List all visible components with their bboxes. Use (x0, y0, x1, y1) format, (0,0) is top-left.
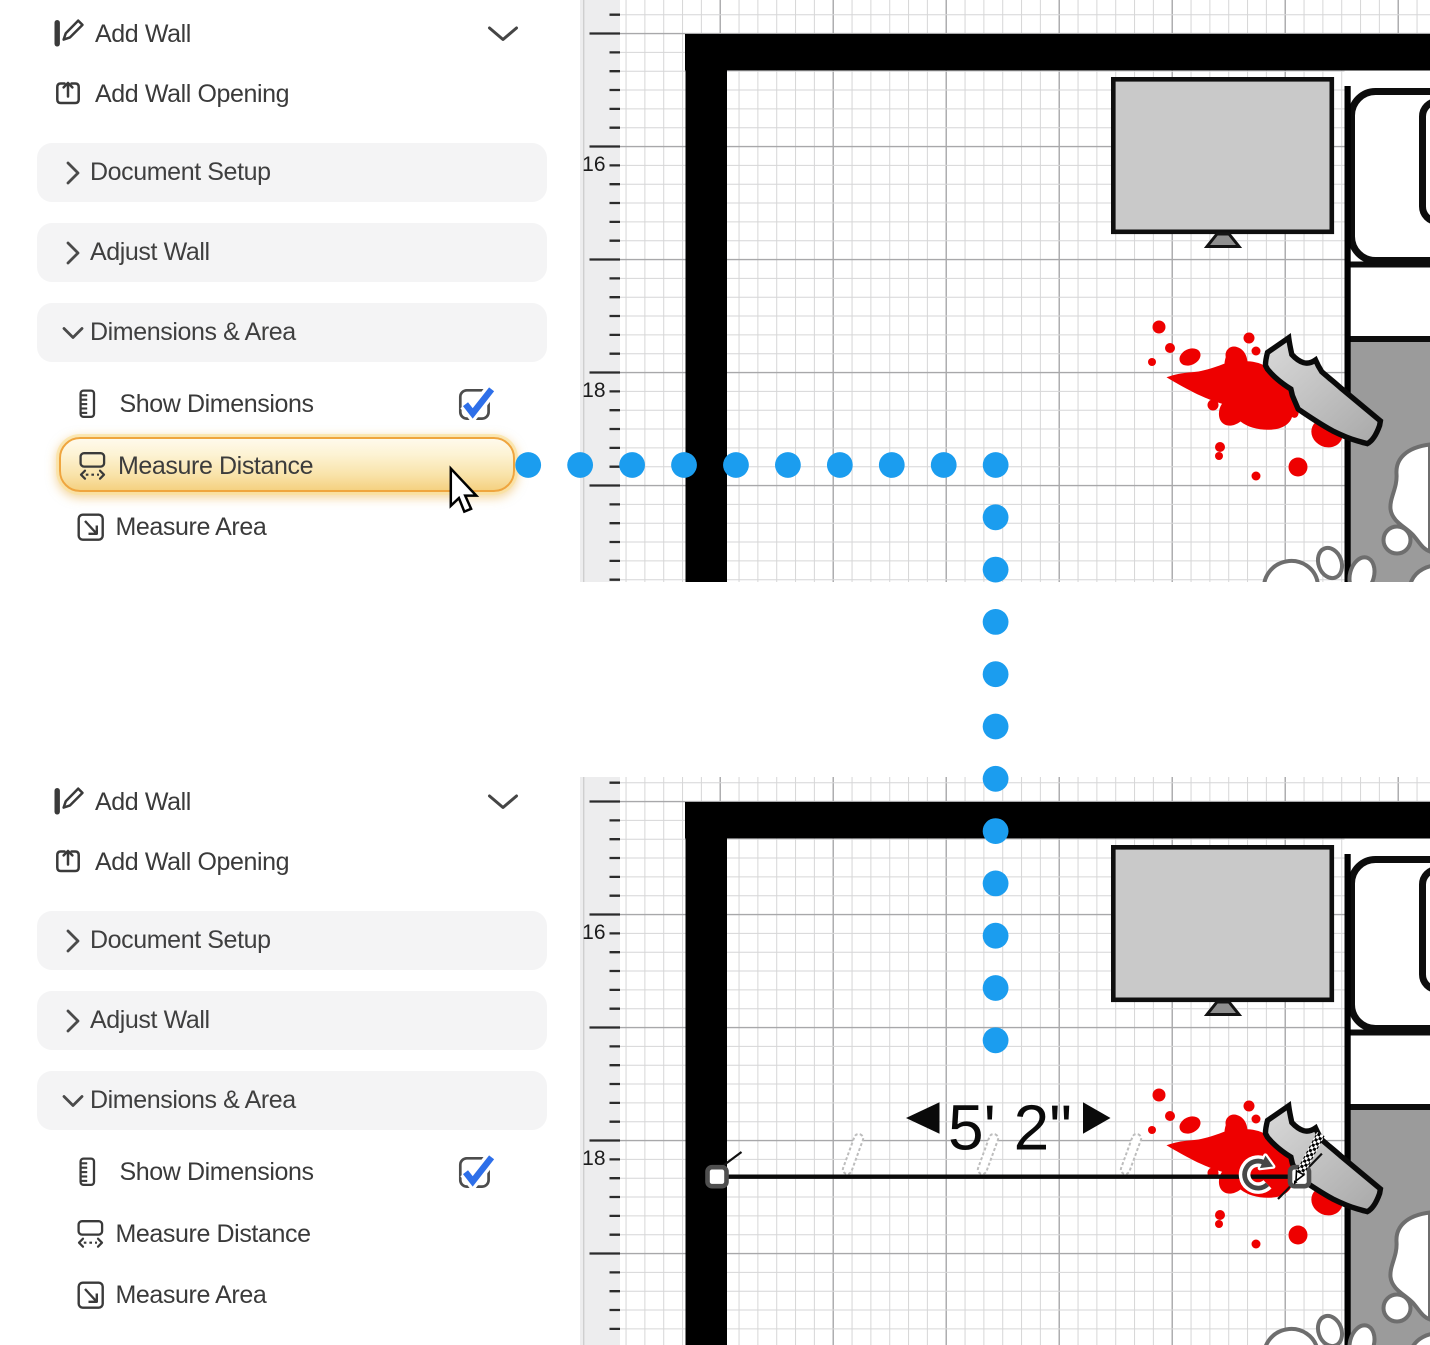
svg-text:5' 2": 5' 2" (948, 1092, 1072, 1164)
